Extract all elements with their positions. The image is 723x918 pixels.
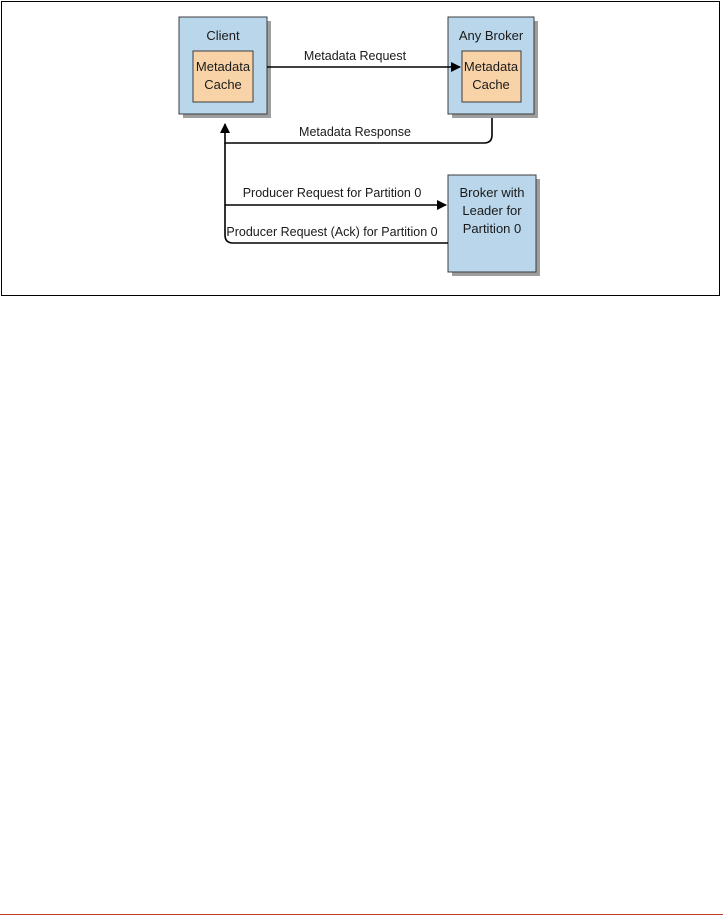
metadata-response-label: Metadata Response: [299, 125, 411, 139]
metadata-response-arrow: [220, 118, 493, 144]
producer-ack-edge: Producer Request (Ack) for Partition 0: [224, 143, 448, 244]
any-broker-cache-label-line1: Metadata: [464, 59, 519, 74]
leader-broker-node-box: [447, 174, 537, 273]
leader-broker-label-line3: Partition 0: [463, 221, 522, 236]
metadata-response-edge: Metadata Response: [220, 118, 493, 144]
any-broker-cache-box: [461, 50, 522, 103]
client-cache-label-line2: Cache: [204, 77, 242, 92]
producer-ack-label: Producer Request (Ack) for Partition 0: [226, 225, 437, 239]
leader-broker-node: Broker with Leader for Partition 0: [447, 174, 540, 276]
client-cache-box: [192, 50, 254, 103]
bottom-rule: [0, 914, 723, 915]
client-node-label: Client: [206, 28, 240, 43]
leader-broker-label-line2: Leader for: [462, 203, 522, 218]
figure-frame: [1, 1, 720, 296]
metadata-request-label: Metadata Request: [304, 49, 407, 63]
producer-request-edge: Producer Request for Partition 0: [225, 186, 447, 210]
any-broker-node: Any Broker Metadata Cache: [447, 16, 538, 118]
producer-ack-arrow: [224, 143, 448, 244]
any-broker-node-label: Any Broker: [459, 28, 524, 43]
client-cache-label-line1: Metadata: [196, 59, 251, 74]
producer-request-label: Producer Request for Partition 0: [243, 186, 422, 200]
any-broker-cache-label-line2: Cache: [472, 77, 510, 92]
leader-broker-label-line1: Broker with: [459, 185, 524, 200]
client-node: Client Metadata Cache: [178, 16, 271, 118]
metadata-request-edge: Metadata Request: [267, 49, 461, 72]
kafka-metadata-flow-diagram: Client Metadata Cache Any Broker Metadat…: [178, 16, 540, 276]
